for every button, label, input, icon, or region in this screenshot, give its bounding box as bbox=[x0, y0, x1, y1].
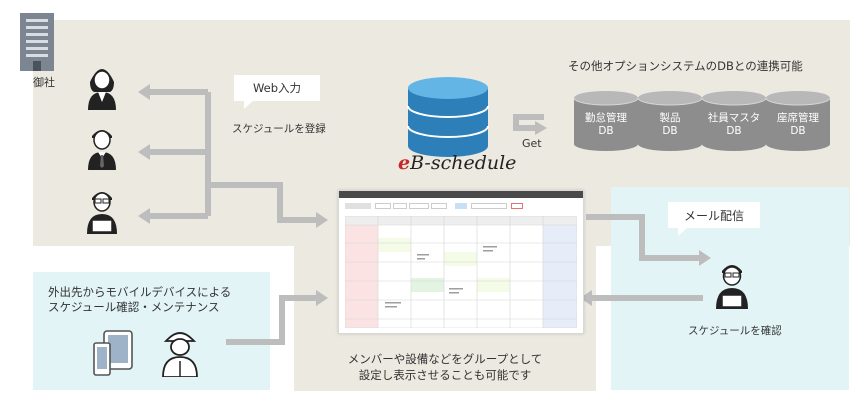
arrowhead-mobile bbox=[316, 290, 328, 306]
screenshot-caption-line2: 設定し表示させることも可能です bbox=[358, 368, 532, 382]
screenshot-caption: メンバーや設備などをグループとして 設定し表示させることも可能です bbox=[300, 351, 590, 383]
schedule-screenshot bbox=[338, 190, 584, 334]
laptop-user-icon bbox=[87, 192, 117, 234]
mobile-text-line1: 外出先からモバイルデバイスによる bbox=[48, 285, 232, 299]
db-label-line2: DB bbox=[790, 125, 806, 137]
field-worker-icon bbox=[162, 332, 198, 377]
mobile-text-line2: スケジュール確認・メンテナンス bbox=[48, 300, 220, 314]
product-name-rest: B-schedule bbox=[410, 152, 517, 174]
get-arrow bbox=[513, 114, 544, 131]
db-label-line1: 社員マスタ bbox=[707, 112, 761, 124]
db-cylinder-icon bbox=[701, 91, 767, 151]
mail-caption: スケジュールを確認 bbox=[688, 325, 782, 337]
building-icon bbox=[20, 13, 54, 71]
screenshot-toolbar bbox=[345, 203, 575, 210]
arrowhead-user-2 bbox=[138, 144, 150, 160]
db-cylinder-icon bbox=[765, 91, 831, 151]
mobile-panel bbox=[33, 272, 270, 390]
get-label: Get bbox=[522, 137, 542, 150]
tablet-phone-icon bbox=[93, 330, 133, 376]
arrowhead-mail-user bbox=[699, 250, 711, 266]
mail-user-icon bbox=[716, 265, 748, 309]
db-cylinder-icon bbox=[573, 91, 639, 151]
db-label-line2: DB bbox=[598, 125, 614, 137]
db-label-line1: 勤怠管理 bbox=[585, 112, 627, 124]
db-item: 社員マスタ DB bbox=[701, 90, 767, 152]
web-input-caption: スケジュールを登録 bbox=[232, 123, 326, 135]
arrowhead-screen bbox=[316, 212, 328, 228]
mobile-connector bbox=[226, 295, 318, 345]
product-name: eB-schedule bbox=[398, 152, 516, 174]
male-user-icon bbox=[88, 130, 116, 170]
database-icon bbox=[407, 77, 489, 157]
screenshot-caption-line1: メンバーや設備などをグループとして bbox=[347, 352, 543, 366]
db-item: 製品 DB bbox=[637, 90, 703, 152]
company-label: 御社 bbox=[33, 76, 55, 89]
arrowhead-user-1 bbox=[138, 84, 150, 100]
arrowhead-get bbox=[535, 121, 547, 135]
db-item: 勤怠管理 DB bbox=[573, 90, 639, 152]
db-label-line1: 製品 bbox=[659, 112, 681, 124]
female-user-icon bbox=[88, 69, 116, 110]
db-item: 座席管理 DB bbox=[765, 90, 831, 152]
other-systems-title: その他オプションシステムのDBとの連携可能 bbox=[568, 59, 803, 73]
web-input-bubble: Web入力 bbox=[234, 75, 320, 109]
arrowhead-from-mail bbox=[580, 290, 592, 306]
arrow-to-mail-user bbox=[586, 214, 700, 261]
branch-to-screen bbox=[208, 182, 318, 223]
db-label-line2: DB bbox=[662, 125, 678, 137]
db-cylinder-icon bbox=[637, 91, 703, 151]
mobile-text: 外出先からモバイルデバイスによる スケジュール確認・メンテナンス bbox=[48, 285, 231, 315]
mail-bubble: メール配信 bbox=[668, 202, 760, 236]
db-label-line2: DB bbox=[726, 125, 742, 137]
screenshot-titlebar bbox=[339, 191, 583, 198]
product-name-prefix: e bbox=[398, 152, 411, 174]
arrowhead-user-3 bbox=[138, 208, 150, 224]
db-label-line1: 座席管理 bbox=[777, 112, 819, 124]
calendar-grid bbox=[345, 216, 577, 328]
